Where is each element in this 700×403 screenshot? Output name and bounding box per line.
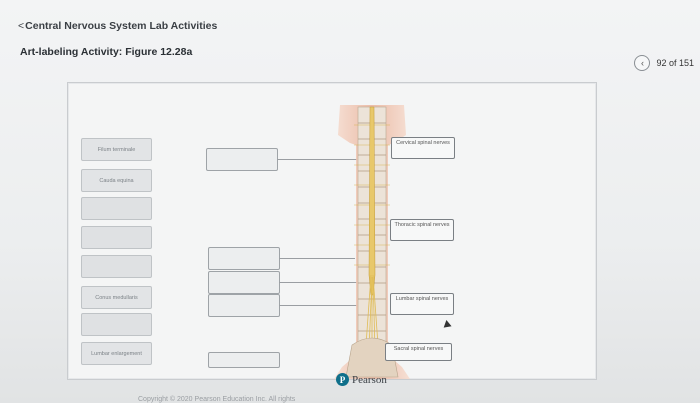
chevron-left-icon: ‹: [640, 58, 644, 68]
leader-line: [277, 159, 357, 160]
pager-count: 92 of 151: [656, 58, 694, 68]
mouse-cursor-icon: [442, 319, 452, 328]
chevron-left-icon: <: [18, 20, 25, 32]
drop-target[interactable]: [206, 148, 278, 171]
leader-line: [279, 282, 357, 283]
labeling-stage: Filum terminale Cauda equina Conus medul…: [67, 82, 597, 380]
label-tile[interactable]: [81, 255, 152, 278]
label-tile[interactable]: Conus medullaris: [81, 286, 152, 309]
leader-line: [279, 258, 355, 259]
drop-target[interactable]: [208, 271, 280, 294]
label-tile[interactable]: Lumbar enlargement: [81, 342, 152, 365]
label-tile[interactable]: Cauda equina: [81, 169, 152, 192]
callout-cervical: Cervical spinal nerves: [391, 137, 455, 159]
back-link-label: Central Nervous System Lab Activities: [25, 20, 218, 32]
copyright-text: Copyright © 2020 Pearson Education Inc. …: [138, 396, 296, 403]
label-tile[interactable]: [81, 226, 152, 249]
callout-sacral: Sacral spinal nerves: [385, 343, 452, 361]
leader-line: [279, 305, 357, 306]
activity-title: Art-labeling Activity: Figure 12.28a: [20, 46, 193, 58]
callout-thoracic: Thoracic spinal nerves: [390, 219, 454, 241]
label-tile[interactable]: [81, 197, 152, 220]
pearson-p-icon: P: [336, 373, 349, 386]
label-tile[interactable]: Filum terminale: [81, 138, 152, 161]
label-tile[interactable]: [81, 313, 152, 336]
drop-target[interactable]: [208, 352, 280, 368]
previous-item-button[interactable]: ‹: [634, 55, 651, 71]
drop-target[interactable]: [208, 247, 280, 270]
pearson-logo: P Pearson: [336, 373, 387, 386]
brand-name: Pearson: [352, 373, 387, 386]
back-link[interactable]: <Central Nervous System Lab Activities: [18, 20, 217, 32]
callout-lumbar: Lumbar spinal nerves: [390, 293, 454, 315]
pager: ‹ 92 of 151: [634, 55, 694, 71]
drop-target[interactable]: [208, 294, 280, 317]
